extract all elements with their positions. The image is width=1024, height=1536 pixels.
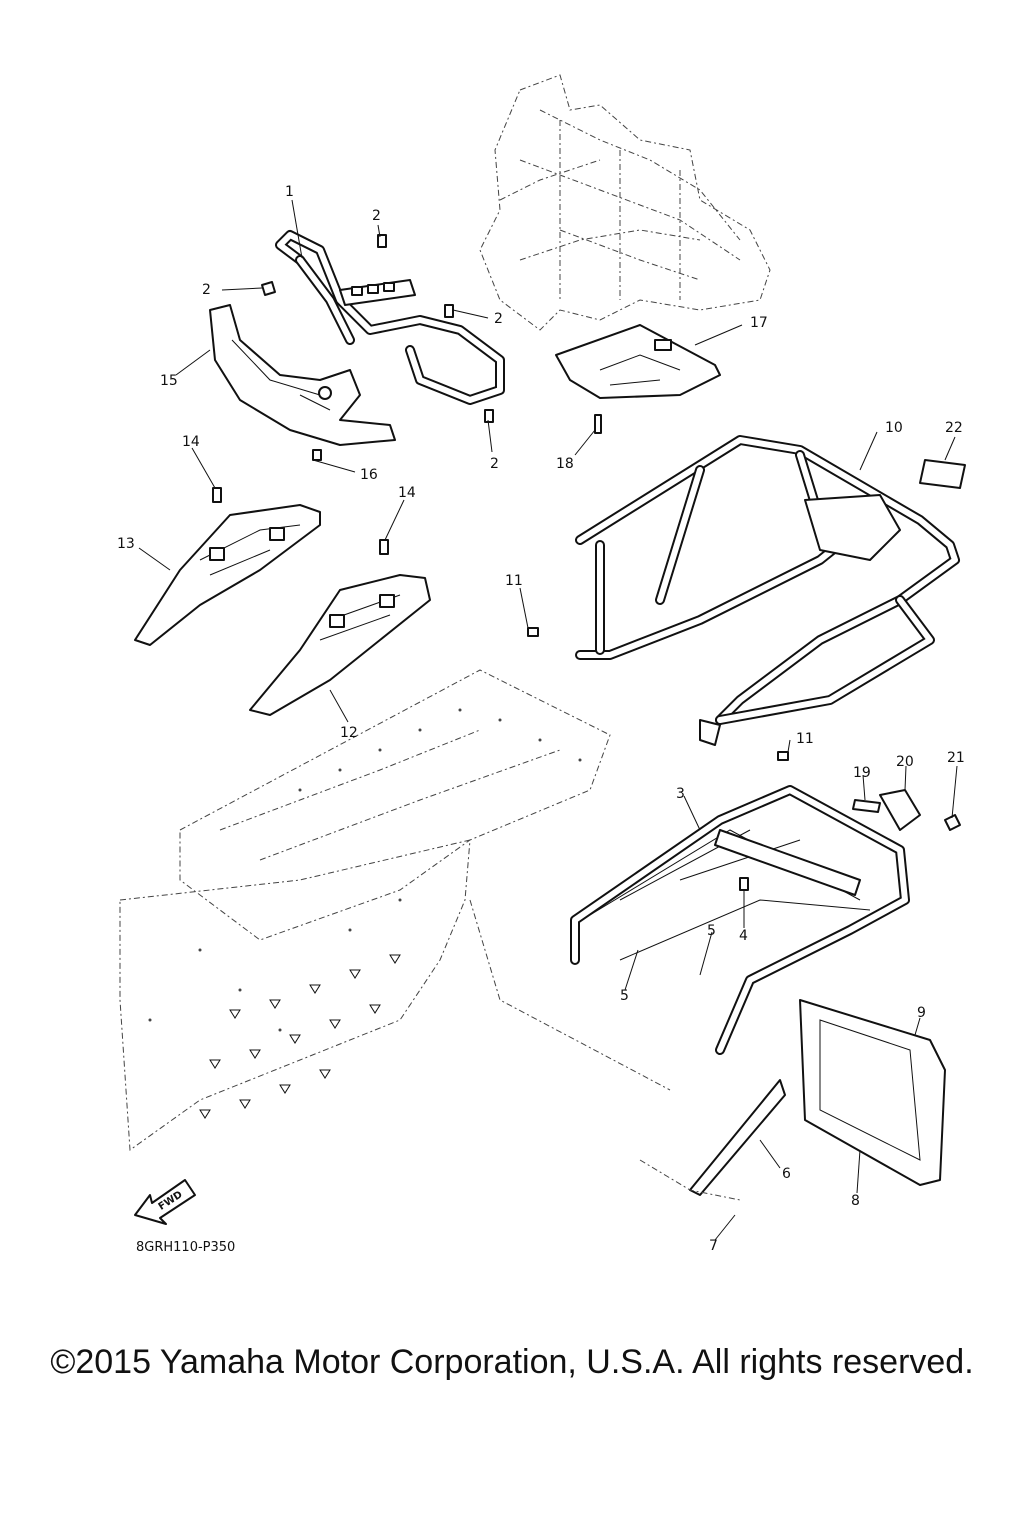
callout-1: 1 — [285, 184, 294, 200]
callout-12: 12 — [340, 725, 358, 741]
right-side-cover-part-12 — [249, 574, 431, 716]
body-phantom — [119, 669, 671, 1151]
track-lugs — [199, 954, 401, 1119]
left-side-cover-part-13 — [134, 504, 321, 646]
callout-13: 13 — [117, 536, 135, 552]
callout-labels: 1 2 2 2 2 15 16 17 18 10 22 11 11 14 14 … — [117, 184, 965, 1254]
callout-5: 5 — [707, 923, 716, 939]
callout-16: 16 — [360, 467, 378, 483]
callout-9: 9 — [917, 1005, 926, 1021]
callout-20: 20 — [896, 754, 914, 770]
callout-14: 14 — [398, 485, 416, 501]
callout-5: 5 — [620, 988, 629, 1004]
callout-6: 6 — [782, 1166, 791, 1182]
leader-lines — [138, 199, 958, 1241]
callout-15: 15 — [160, 373, 178, 389]
rear-rack-part-3 — [570, 785, 910, 1055]
callout-10: 10 — [885, 420, 903, 436]
callout-11: 11 — [505, 573, 523, 589]
fasteners — [212, 234, 789, 891]
callout-4: 4 — [739, 928, 748, 944]
callout-3: 3 — [676, 786, 685, 802]
diagram-code: 8GRH110-P350 — [136, 1240, 236, 1255]
callout-2: 2 — [490, 456, 499, 472]
main-frame-phantom — [479, 74, 771, 331]
callout-2: 2 — [494, 311, 503, 327]
copyright-notice: ©2015 Yamaha Motor Corporation, U.S.A. A… — [50, 1343, 974, 1381]
mud-flap-part-8 — [799, 999, 946, 1186]
callout-11: 11 — [796, 731, 814, 747]
body-rivet-dots — [148, 708, 582, 1032]
callout-7: 7 — [709, 1238, 718, 1254]
callout-8: 8 — [851, 1193, 860, 1209]
callout-18: 18 — [556, 456, 574, 472]
label-part-19 — [852, 799, 881, 813]
front-bumper-part-1 — [275, 230, 505, 405]
rear-frame-part-10 — [575, 435, 960, 746]
label-part-22 — [919, 459, 966, 489]
callout-2: 2 — [202, 282, 211, 298]
front-lower-cover-part-15 — [209, 304, 396, 446]
callout-21: 21 — [947, 750, 965, 766]
callout-19: 19 — [853, 765, 871, 781]
skid-plate-part-17 — [555, 324, 721, 399]
callout-2: 2 — [372, 208, 381, 224]
side-panel-part-6 — [689, 1079, 786, 1196]
callout-22: 22 — [945, 420, 963, 436]
fwd-arrow-icon: FWD — [134, 1179, 196, 1225]
callout-17: 17 — [750, 315, 768, 331]
bracket-part-20 — [879, 789, 921, 831]
callout-14: 14 — [182, 434, 200, 450]
